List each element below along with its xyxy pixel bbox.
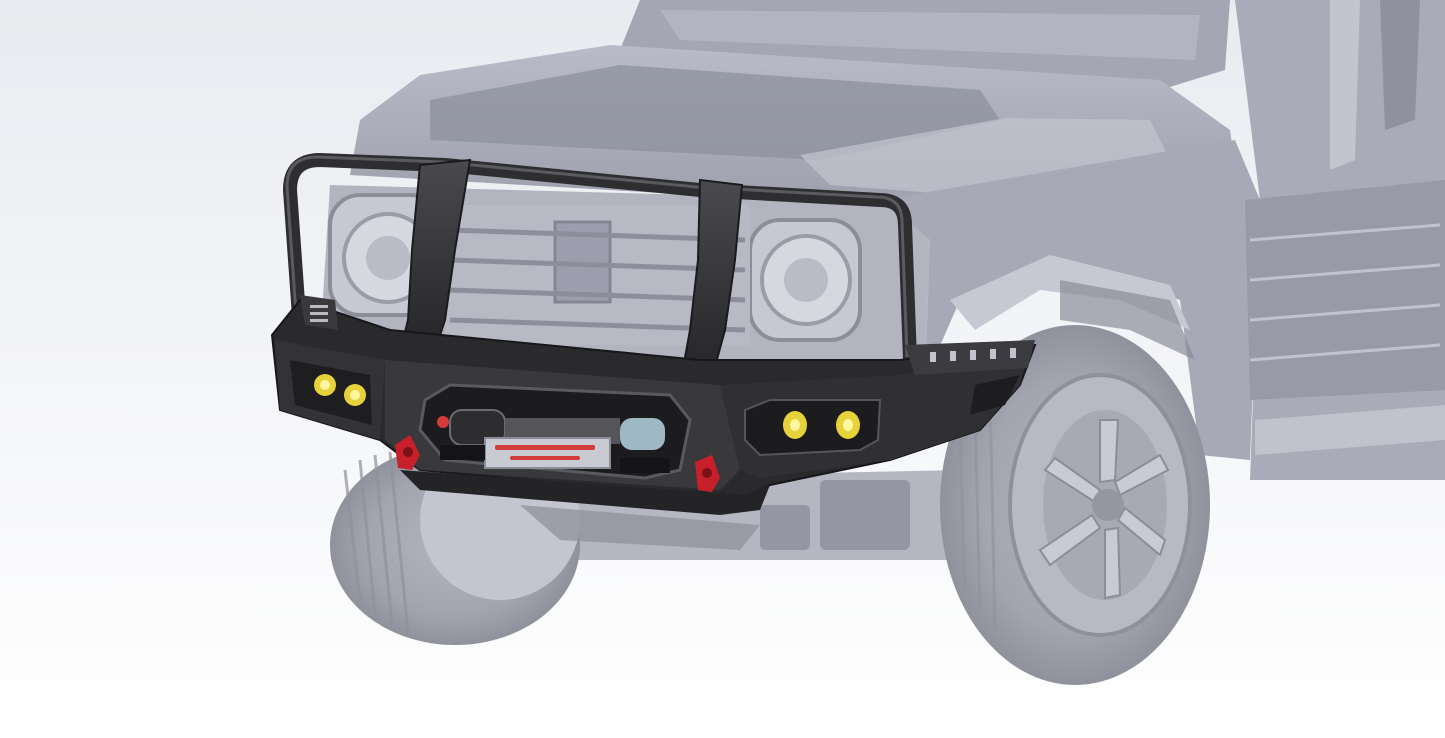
- lower-vents: [440, 445, 670, 473]
- aux-light-right-inner: [783, 411, 807, 439]
- recovery-point-left: [395, 435, 420, 470]
- vehicle-model: [320, 0, 1445, 685]
- aux-light-left-outer: [344, 384, 366, 406]
- tire-front-right: [940, 325, 1210, 685]
- bull-bar-hoop: [283, 153, 917, 367]
- skid-plate: [400, 470, 770, 515]
- headlight-right: [748, 218, 862, 342]
- aux-light-left-inner: [314, 374, 336, 396]
- wheel-spokes: [1038, 419, 1170, 600]
- front-bumper-assembly: [270, 153, 1037, 550]
- recovery-point-right: [695, 455, 720, 492]
- winch-fairlead: [484, 437, 611, 469]
- right-fender: [880, 140, 1260, 460]
- aux-light-right-outer: [836, 411, 860, 439]
- winch: [437, 409, 665, 469]
